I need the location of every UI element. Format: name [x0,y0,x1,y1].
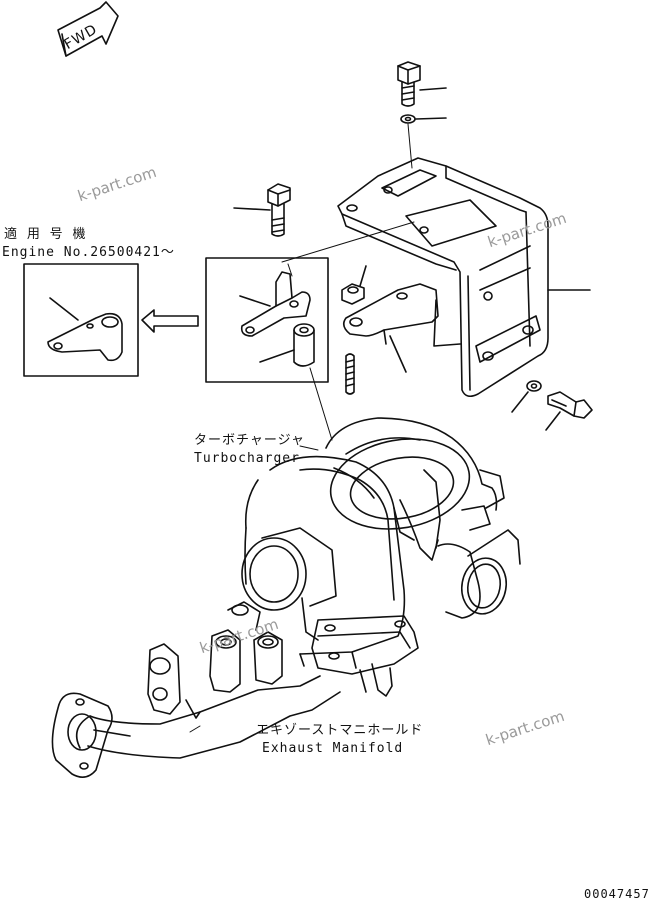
fwd-arrow-icon [57,1,119,57]
manifold-label-ja: エキゾーストマニホールド [256,723,424,738]
leader-line [299,445,319,451]
exhaust-manifold [51,601,341,778]
turbocharger-label-en: Turbocharger [194,451,300,466]
leader-line [189,725,201,733]
guide-line [309,367,333,441]
bracket [337,157,591,398]
engine-note-number: Engine No.26500421～ [2,245,175,260]
leader-line [419,87,447,91]
detail-box [205,257,329,383]
washer-right [511,380,542,413]
guide-line [407,123,413,169]
manifold-label-en: Exhaust Manifold [262,741,404,756]
nut [341,265,367,305]
turbocharger-label-ja: ターボチャージャ [194,433,305,448]
bolt-top [397,61,421,107]
washer-top [400,114,416,124]
stay-part-new [239,271,311,337]
arrow-icon [141,309,199,333]
leader-line [415,117,447,120]
spacer-part [259,323,315,367]
stay-bracket [342,283,461,373]
engine-note-box [23,263,139,377]
stud [345,353,355,395]
guide-line [281,221,415,263]
part-number: 00047457 [584,887,650,901]
bolt-right [545,391,593,431]
bolt-left [233,183,291,237]
turbocharger [241,417,521,697]
engine-note-ja: 適 用 号 機 [4,227,87,242]
guide-line [287,263,293,277]
old-stay-part [47,297,123,362]
